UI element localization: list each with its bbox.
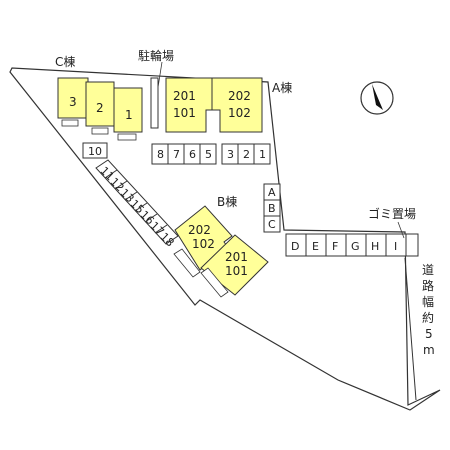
building-a-left-lower: 101	[173, 106, 196, 120]
building-c-unit-2: 2	[85, 81, 115, 135]
parking-space-E: E	[312, 240, 319, 253]
garbage-area	[405, 233, 419, 257]
parking-space-3: 3	[227, 148, 234, 161]
road-label-char-4: 約	[422, 310, 434, 325]
north-arrow-icon	[360, 81, 394, 115]
road-width-label: 道 路 幅 約 5 m	[422, 263, 435, 357]
building-c-label: C棟	[55, 54, 75, 69]
building-c-unit-3-number: 3	[69, 95, 77, 109]
garbage-area-label: ゴミ置場	[368, 206, 416, 221]
building-a-unit-left: 201 101	[165, 77, 213, 133]
parking-space-10-box: 10	[82, 142, 108, 159]
building-b-upper-top: 202	[188, 223, 211, 237]
bicycle-parking-label: 駐輪場	[138, 48, 174, 63]
parking-top-row: 8 7 6 5 3 2 1	[151, 143, 271, 165]
building-a-unit-right: 202 102	[211, 77, 263, 133]
parking-space-G: G	[351, 240, 360, 253]
parking-space-7: 7	[173, 148, 180, 161]
building-b-lower-bottom: 101	[225, 264, 248, 278]
building-a-right-upper: 202	[228, 89, 251, 103]
road-label-char-3: 幅	[422, 294, 434, 309]
parking-space-D: D	[291, 240, 299, 253]
building-a-left-upper: 201	[173, 89, 196, 103]
parking-space-10: 10	[88, 145, 102, 158]
parking-space-1: 1	[259, 148, 266, 161]
building-b-unit-lower: 201 101	[200, 234, 269, 298]
parking-row-d-i: D E F G H I	[285, 233, 409, 257]
road-label-char-1: 道	[422, 263, 434, 277]
building-b-lower-top: 201	[225, 250, 248, 264]
parking-space-A: A	[268, 186, 276, 199]
parking-space-B: B	[268, 202, 276, 215]
building-c-unit-1-number: 1	[125, 108, 133, 122]
parking-abc-column: A B C	[263, 183, 281, 233]
building-c-unit-3: 3	[57, 77, 89, 127]
road-label-char-6: m	[423, 343, 435, 357]
road-label-char-5: 5	[425, 327, 433, 341]
road-label-char-2: 路	[422, 278, 434, 293]
parking-space-C: C	[268, 218, 276, 231]
building-a-label: A棟	[272, 80, 292, 95]
building-a-right-lower: 102	[228, 106, 251, 120]
parking-space-I: I	[394, 240, 397, 253]
building-c-unit-2-number: 2	[96, 101, 104, 115]
parking-space-8: 8	[157, 148, 164, 161]
building-c-unit-1: 1	[113, 87, 143, 141]
garbage-area-leader	[397, 221, 405, 239]
parking-space-F: F	[332, 240, 338, 253]
parking-space-6: 6	[189, 148, 196, 161]
parking-space-2: 2	[243, 148, 250, 161]
parking-diagonal-row: 11 12 13 15 16 17 18	[95, 159, 179, 249]
parking-space-H: H	[371, 240, 379, 253]
parking-space-5: 5	[205, 148, 212, 161]
road-edge	[404, 257, 417, 401]
building-b-label: B棟	[217, 194, 237, 209]
building-b-upper-bottom: 102	[192, 237, 215, 251]
bicycle-parking-area	[150, 77, 159, 129]
